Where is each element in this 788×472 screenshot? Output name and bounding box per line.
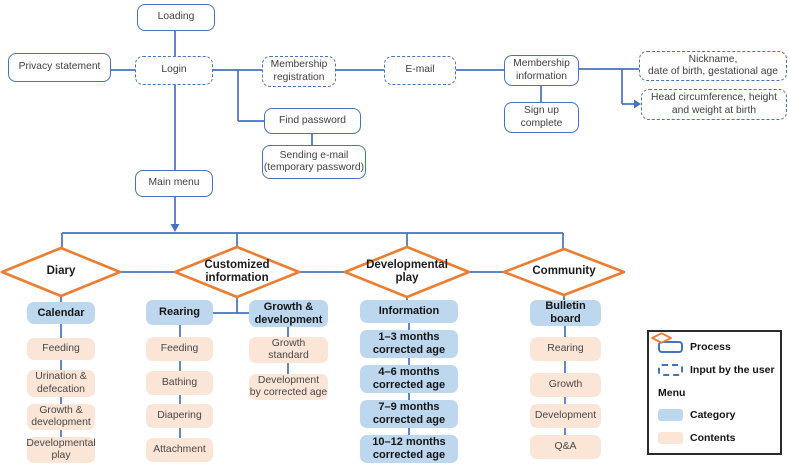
category-swatch-icon [658,409,683,422]
legend-item-category: Category [658,409,774,422]
menu-diamond-diary [0,246,122,298]
legend-item-contents: Contents [658,432,774,444]
node-sending-email: Sending e-mail (temporary password) [262,145,366,179]
arrowheads [170,99,641,232]
legend-item-input: Input by the user [658,363,775,376]
legend-label-contents: Contents [690,432,736,444]
content-rearing-attachment: Attachment [146,438,213,462]
legend-item-process: Process [658,341,774,353]
content-diary-urination: Urination & defecation [27,370,95,397]
content-community-rearing: Rearing [530,337,601,361]
legend-label-menu: Menu [658,386,686,399]
content-months-4-6: 4–6 months corrected age [360,365,458,393]
content-community-qa: Q&A [530,435,601,459]
menu-label-diary: Diary [46,265,76,278]
node-loading: Loading [137,4,215,31]
node-user-input-nickname: Nickname, date of birth, gestational age [639,51,787,81]
node-sign-up-complete: Sign up complete [504,102,579,133]
connectors [60,31,639,438]
input-by-user-swatch-icon [658,363,683,376]
node-membership-information: Membership information [504,55,579,86]
content-months-10-12: 10–12 months corrected age [360,435,458,463]
legend-label-category: Category [690,409,736,422]
content-months-1-3: 1–3 months corrected age [360,330,458,358]
content-community-growth: Growth [530,373,601,397]
legend-item-menu: Menu [651,332,774,399]
menu-label-customized: Customized information [204,258,270,284]
arrow-down-icon [170,224,180,232]
category-rearing: Rearing [146,300,213,325]
menu-diamond-customized-information [173,245,301,299]
legend-label-input: Input by the user [690,363,775,376]
menu-diamond-swatch-icon [651,332,672,344]
category-bulletin-board: Bulletin board [530,300,601,326]
content-rearing-feeding: Feeding [146,337,213,361]
node-membership-registration: Membership registration [262,56,336,87]
content-growth-standard: Growth standard [249,337,328,363]
node-user-input-birth: Head circumference, height and weight at… [641,89,787,120]
contents-swatch-icon [658,432,683,444]
category-information: Information [360,300,458,323]
menu-diamonds [0,245,626,299]
content-development-corrected: Development by corrected age [249,374,328,400]
node-login: Login [135,56,213,85]
menu-label-community: Community [532,265,596,278]
node-email: E-mail [384,56,456,85]
process-swatch-icon [658,341,683,353]
legend: Process Input by the user Menu Category … [647,330,782,455]
content-diary-feeding: Feeding [27,338,95,360]
content-diary-growth: Growth & development [27,404,95,430]
content-months-7-9: 7–9 months corrected age [360,400,458,428]
node-main-menu: Main menu [135,170,213,197]
menu-label-developmental-play: Developmental play [366,258,448,284]
content-community-development: Development [530,404,601,428]
category-calendar: Calendar [27,302,95,324]
menu-diamond-community [502,247,626,297]
arrow-right-icon [634,99,641,109]
node-privacy-statement: Privacy statement [8,53,111,82]
content-rearing-bathing: Bathing [146,371,213,395]
legend-label-process: Process [690,341,731,353]
node-find-password: Find password [264,108,361,134]
content-rearing-diapering: Diapering [146,404,213,428]
content-diary-dev-play: Developmental play [26,437,96,463]
menu-diamond-developmental-play [343,245,471,299]
category-growth-development: Growth & development [249,300,328,327]
